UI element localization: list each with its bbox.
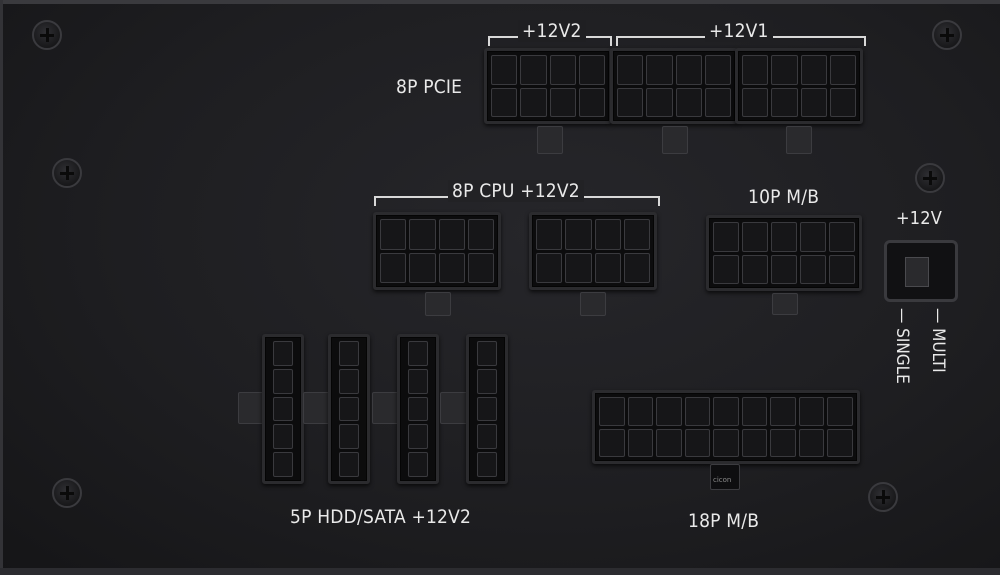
mb10-connector-latch [772,293,798,315]
mb18-connector-latch [710,464,740,490]
mb18-label: 18P M/B [688,510,760,532]
pcie-connector[interactable] [484,48,612,124]
screw-icon [52,478,82,508]
hdd-connector[interactable] [397,334,439,484]
rail-switch[interactable] [884,240,958,302]
mb18-connector[interactable] [592,390,860,464]
hdd-label: 5P HDD/SATA +12V2 [290,506,472,528]
pcie-label: 8P PCIE [396,76,463,98]
hdd-connector[interactable] [328,334,370,484]
cpu-label: 8P CPU +12V2 [448,180,584,202]
cpu-connector-latch [425,292,451,316]
pcie-connector-latch [662,126,688,154]
panel-left-edge [0,0,3,575]
panel-top-edge [0,0,1000,4]
pcie-connector-latch [537,126,563,154]
pcie-connector[interactable] [735,48,863,124]
screw-icon [32,20,62,50]
panel-bottom-edge [0,568,1000,575]
multi-label: — MULTI [928,308,948,373]
cpu-connector[interactable] [373,212,501,290]
hdd-connector[interactable] [466,334,508,484]
screw-icon [868,482,898,512]
rail-switch-knob[interactable] [905,257,929,287]
screw-icon [52,158,82,188]
mb10-connector[interactable] [706,215,862,291]
cpu-connector[interactable] [529,212,657,290]
pcie-12v1-label: +12V1 [705,20,773,42]
pcie-connector[interactable] [610,48,738,124]
mb18-tiny-mark: cicon [713,476,732,484]
cpu-connector-latch [580,292,606,316]
pcie-12v2-label: +12V2 [518,20,586,42]
hdd-connector[interactable] [262,334,304,484]
rail-switch-label: +12V [896,208,943,229]
mb10-label: 10P M/B [748,186,820,208]
screw-icon [915,163,945,193]
pcie-connector-latch [786,126,812,154]
screw-icon [932,20,962,50]
single-label: — SINGLE [892,308,912,384]
